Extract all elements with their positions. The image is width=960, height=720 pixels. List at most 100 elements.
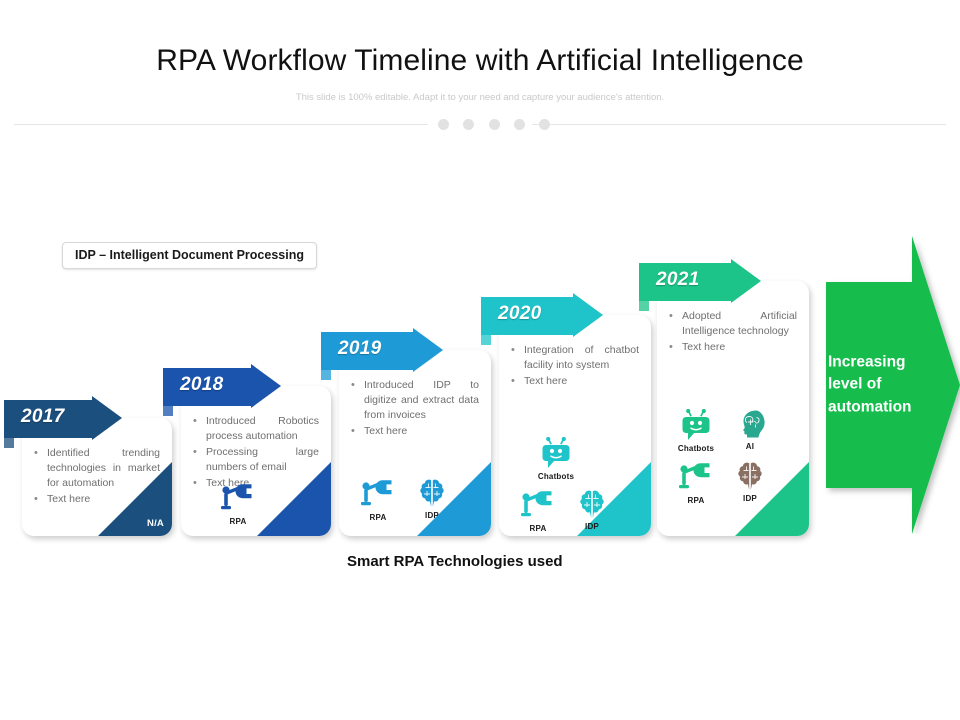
technology-chatbots: Chatbots — [529, 437, 583, 481]
technology-idp: IDP — [723, 461, 777, 505]
technology-icon-row: RPA IDP — [669, 461, 777, 505]
card-bullet-item: •Text here — [511, 374, 639, 390]
brain-icon — [420, 479, 444, 507]
bullet-marker-icon: • — [351, 379, 355, 391]
technology-icon-row: RPA IDP — [511, 489, 619, 533]
divider-dot — [513, 119, 525, 130]
card-bullet-item: • Introduced IDP to digitize and extract … — [351, 378, 479, 423]
divider-line-right — [532, 124, 946, 125]
bullet-marker-icon: • — [193, 476, 197, 489]
milestone-year-label: 2021 — [656, 269, 700, 290]
technology-chatbots: Chatbots — [669, 409, 723, 453]
head-brain-icon — [743, 410, 765, 438]
milestone-year-label: 2020 — [498, 303, 542, 324]
bullet-marker-icon: • — [193, 415, 197, 427]
card-bullet-list: • Integration of chatbot facility into sy… — [511, 343, 639, 390]
robot-arm-icon — [679, 463, 710, 489]
chatbot-icon — [682, 409, 710, 440]
page-subtitle: This slide is 100% editable. Adapt it to… — [295, 92, 665, 103]
bullet-marker-icon: • — [193, 445, 197, 458]
divider-dot — [539, 119, 550, 130]
technology-icon-row: RPA — [211, 482, 265, 526]
card-bullet-list: • Introduced IDP to digitize and extract … — [351, 378, 479, 440]
technology-icon-row: Chatbots AI — [669, 409, 777, 453]
bullet-marker-icon: • — [669, 310, 673, 322]
milestone-year-banner-2018[interactable]: 2018 — [163, 364, 281, 416]
card-corner-label: N/A — [147, 518, 164, 529]
technology-rpa: RPA — [669, 461, 723, 505]
technology-label: AI — [745, 442, 755, 451]
big-arrow-line-2: level of — [828, 375, 882, 393]
technology-idp: IDP — [405, 478, 459, 522]
card-corner-accent — [735, 462, 809, 536]
technology-rpa: RPA — [211, 482, 265, 526]
card-bullet-item: •Adopted Artificial Intelligence technol… — [669, 309, 797, 339]
robot-arm-icon — [221, 484, 252, 510]
brain-icon — [738, 462, 762, 490]
card-bullet-item: • Integration of chatbot facility into sy… — [511, 343, 639, 373]
card-bullet-list: •Adopted Artificial Intelligence technol… — [669, 309, 797, 356]
technology-icon-row: RPA IDP — [351, 478, 459, 522]
milestone-card-2019[interactable]: • Introduced IDP to digitize and extract … — [339, 350, 491, 536]
bullet-marker-icon: • — [669, 340, 673, 353]
bullet-marker-icon: • — [511, 374, 515, 387]
milestone-year-label: 2019 — [338, 338, 382, 359]
header-divider — [14, 119, 946, 130]
bullet-text: Processing large numbers of email — [206, 445, 319, 473]
bullet-text: Integration of chatbot facility into sys… — [524, 344, 639, 371]
technology-label: Chatbots — [677, 444, 715, 453]
technology-ai: AI — [723, 409, 777, 453]
milestone-card-2017[interactable]: N/A •Identified trending technologies in … — [22, 418, 172, 536]
technology-label: RPA — [529, 524, 547, 533]
milestone-year-banner-2017[interactable]: 2017 — [4, 396, 122, 448]
technology-idp: IDP — [565, 489, 619, 533]
bullet-marker-icon: • — [351, 424, 355, 437]
milestone-card-2018[interactable]: • Introduced Robotics process automation •… — [181, 386, 331, 536]
bullet-text: Text here — [47, 492, 91, 505]
bullet-text: Text here — [682, 340, 726, 353]
card-corner-accent — [98, 462, 172, 536]
brain-icon — [580, 490, 604, 518]
card-bullet-item: • Text here — [34, 492, 160, 508]
big-arrow-line-3: automation — [828, 398, 912, 416]
technology-rpa: RPA — [351, 478, 405, 522]
technology-label: IDP — [743, 494, 757, 503]
divider-dot — [488, 119, 500, 130]
divider-dot — [438, 119, 449, 130]
robot-arm-icon — [521, 491, 552, 517]
card-bullet-item: • Processing large numbers of email — [193, 445, 319, 475]
card-corner-accent — [257, 462, 331, 536]
bullet-text: Introduced Robotics process automation — [206, 415, 319, 442]
bullet-marker-icon: • — [34, 492, 38, 505]
big-arrow-line-1: Increasing — [828, 353, 906, 371]
milestone-card-2020[interactable]: • Integration of chatbot facility into sy… — [499, 315, 651, 536]
divider-line-left — [14, 124, 428, 125]
milestone-year-banner-2019[interactable]: 2019 — [321, 328, 443, 380]
technology-label: Chatbots — [537, 472, 575, 481]
card-bullet-item: •Identified trending technologies in mar… — [34, 446, 160, 491]
increasing-automation-arrow: Increasing level of automation — [812, 236, 960, 534]
footer-caption: Smart RPA Technologies used — [347, 553, 563, 570]
milestone-card-2021[interactable]: •Adopted Artificial Intelligence technol… — [657, 281, 809, 536]
bullet-text: Introduced IDP to digitize and extract d… — [364, 379, 479, 421]
chatbot-icon — [542, 437, 570, 468]
milestone-year-banner-2020[interactable]: 2020 — [481, 293, 603, 345]
technology-label: IDP — [585, 522, 599, 531]
technology-icon-row: Chatbots — [529, 437, 583, 481]
milestone-year-banner-2021[interactable]: 2021 — [639, 259, 761, 311]
bullet-marker-icon: • — [34, 447, 38, 459]
card-corner-accent — [417, 462, 491, 536]
card-corner-accent — [577, 462, 651, 536]
increasing-automation-label: Increasing level of automation — [828, 351, 920, 418]
bullet-marker-icon: • — [511, 344, 515, 356]
card-bullet-list: •Identified trending technologies in mar… — [34, 446, 160, 508]
technology-label: RPA — [229, 517, 247, 526]
technology-label: RPA — [687, 496, 705, 505]
card-bullet-item: • Text here — [669, 340, 797, 356]
card-bullet-item: • Text here — [351, 424, 479, 440]
card-bullet-list: • Introduced Robotics process automation •… — [193, 414, 319, 492]
technology-label: RPA — [369, 513, 387, 522]
bullet-text: Text here — [364, 424, 408, 437]
divider-dot — [463, 119, 475, 130]
